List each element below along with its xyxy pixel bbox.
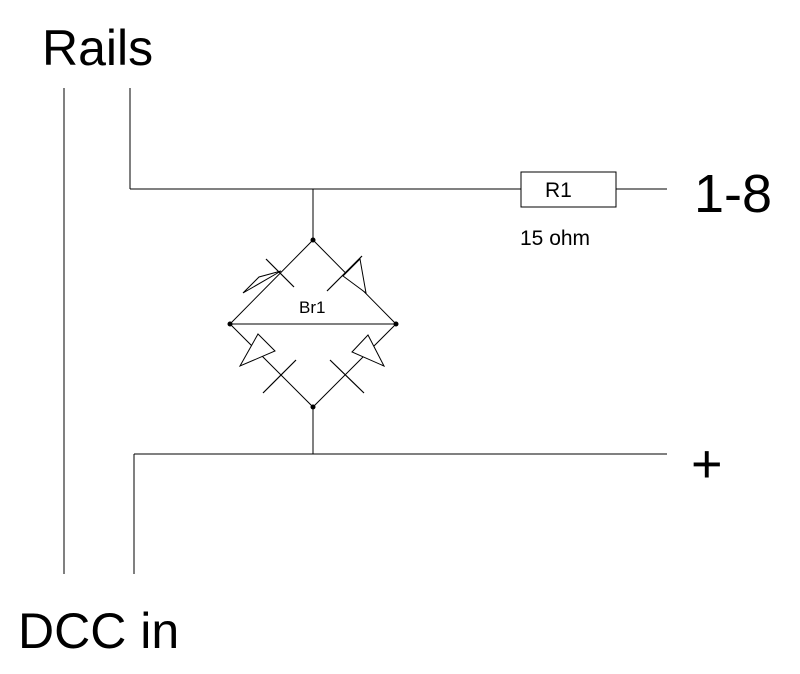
diode-lower-left	[238, 333, 297, 394]
bridge-node-right	[393, 321, 399, 327]
bridge-ref-label: Br1	[299, 298, 325, 317]
diode-upper-left	[242, 258, 295, 294]
resistor-ref-label: R1	[545, 179, 572, 202]
bridge-node-left	[227, 321, 233, 327]
diode-lower-right	[329, 334, 386, 394]
rails-label: Rails	[42, 20, 153, 76]
dcc-in-label: DCC in	[18, 603, 179, 659]
resistor-value-label: 15 ohm	[520, 227, 590, 250]
plus-label: +	[691, 434, 723, 494]
bridge-node-top	[310, 237, 316, 243]
output-1-8-label: 1-8	[694, 164, 772, 224]
diode-upper-right	[326, 255, 367, 295]
